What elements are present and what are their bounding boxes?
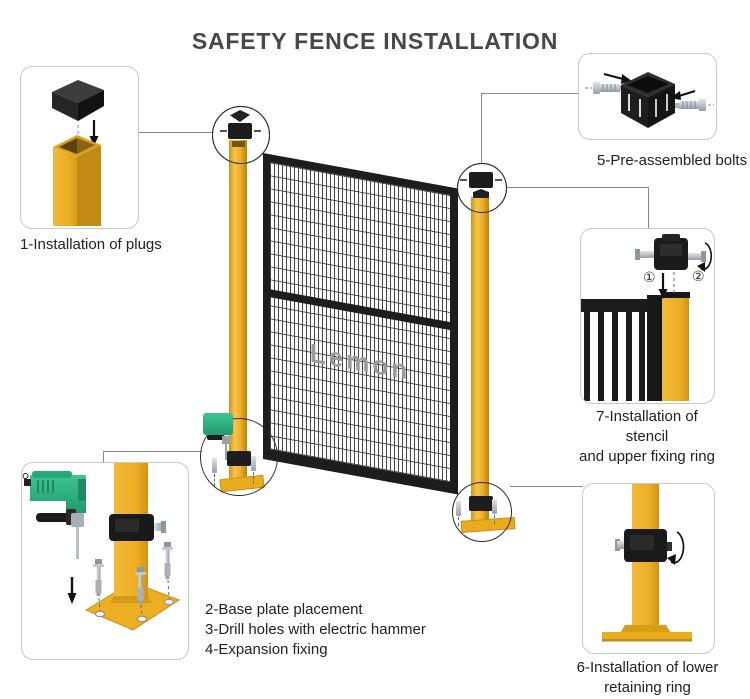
lower-ring-graphic bbox=[602, 484, 692, 642]
brand-watermark: Lemon bbox=[309, 337, 411, 386]
step1-panel bbox=[20, 66, 139, 229]
preassembled-bolts-graphic bbox=[585, 72, 714, 128]
drill-chuck-mini bbox=[222, 436, 230, 444]
upper-fixing-ring-icon bbox=[635, 234, 706, 270]
bolt-icon bbox=[593, 82, 624, 94]
clamp-icon bbox=[109, 514, 166, 541]
connector-line bbox=[481, 93, 482, 164]
plate-hole bbox=[95, 610, 105, 618]
plate-hole bbox=[137, 615, 147, 623]
page-title: SAFETY FENCE INSTALLATION bbox=[191, 28, 559, 54]
step2-caption: 2-Base plate placement bbox=[205, 601, 363, 618]
callout-ring-plug-right bbox=[457, 163, 507, 213]
step5-panel bbox=[578, 53, 717, 140]
connector-line bbox=[510, 486, 583, 487]
step6-panel bbox=[582, 483, 715, 654]
step2-panel bbox=[21, 462, 189, 660]
connector-line bbox=[481, 93, 579, 94]
step-marker-1: ① bbox=[643, 269, 656, 285]
step6-caption-line2: retaining ring bbox=[604, 679, 691, 696]
connector-line bbox=[103, 451, 104, 463]
drill-handle-mini bbox=[207, 435, 225, 440]
down-arrow-icon bbox=[89, 120, 99, 146]
step1-caption: 1-Installation of plugs bbox=[20, 236, 162, 253]
fence-section-graphic bbox=[581, 295, 662, 401]
step7-caption-line1: 7-Installation of stencil bbox=[596, 408, 698, 445]
bolt-icon bbox=[675, 99, 706, 111]
callout-ring-plug-left bbox=[212, 106, 270, 164]
step6-caption: 6-Installation of lower retaining ring bbox=[570, 658, 725, 698]
step-marker-2: ② bbox=[692, 268, 705, 284]
callout-ring-base-left bbox=[200, 418, 278, 496]
electric-drill-icon bbox=[22, 471, 86, 559]
rotate-arrow-icon bbox=[667, 531, 685, 565]
stencil-installation-graphic bbox=[581, 234, 712, 401]
step7-caption: 7-Installation of stencil and upper fixi… bbox=[577, 407, 717, 467]
connector-line bbox=[505, 187, 649, 188]
post-graphic bbox=[661, 292, 690, 401]
connector-line bbox=[103, 451, 202, 452]
base-plate-graphic-group bbox=[22, 463, 181, 631]
step3-caption: 3-Drill holes with electric hammer bbox=[205, 621, 426, 638]
bracket-icon bbox=[621, 72, 675, 128]
fence-midrail bbox=[268, 288, 452, 331]
step5-caption: 5-Pre-assembled bolts bbox=[597, 152, 748, 169]
callout-ring-base-right bbox=[452, 482, 512, 542]
plug-cap-icon bbox=[52, 80, 104, 121]
expansion-bolt-icon bbox=[93, 559, 104, 612]
connector-line bbox=[137, 132, 212, 133]
step4-caption: 4-Expansion fixing bbox=[205, 641, 328, 658]
left-arrow-icon bbox=[670, 90, 696, 100]
expansion-bolt-icon bbox=[135, 567, 146, 617]
plate-hole bbox=[164, 598, 174, 606]
down-arrow-icon bbox=[67, 577, 77, 604]
step7-caption-line2: and upper fixing ring bbox=[579, 448, 715, 465]
connector-line bbox=[648, 187, 649, 229]
post-graphic bbox=[602, 484, 692, 642]
expansion-bolt-icon bbox=[162, 542, 173, 600]
rotate-arrow-icon bbox=[697, 242, 712, 272]
right-post bbox=[471, 197, 489, 521]
fence-panel: Lemon bbox=[263, 153, 458, 495]
steps234-caption: 2-Base plate placement 3-Drill holes wit… bbox=[205, 600, 426, 660]
lower-retaining-ring-icon bbox=[615, 529, 672, 562]
down-arrow-icon bbox=[658, 273, 668, 299]
electric-drill-mini-icon bbox=[203, 413, 233, 435]
step6-caption-line1: 6-Installation of lower bbox=[576, 659, 719, 676]
step7-panel bbox=[580, 228, 715, 404]
post-tube-graphic bbox=[53, 135, 101, 226]
left-post bbox=[229, 140, 247, 479]
drill-bit-mini bbox=[225, 444, 227, 460]
plug-installation-graphic bbox=[52, 80, 104, 226]
